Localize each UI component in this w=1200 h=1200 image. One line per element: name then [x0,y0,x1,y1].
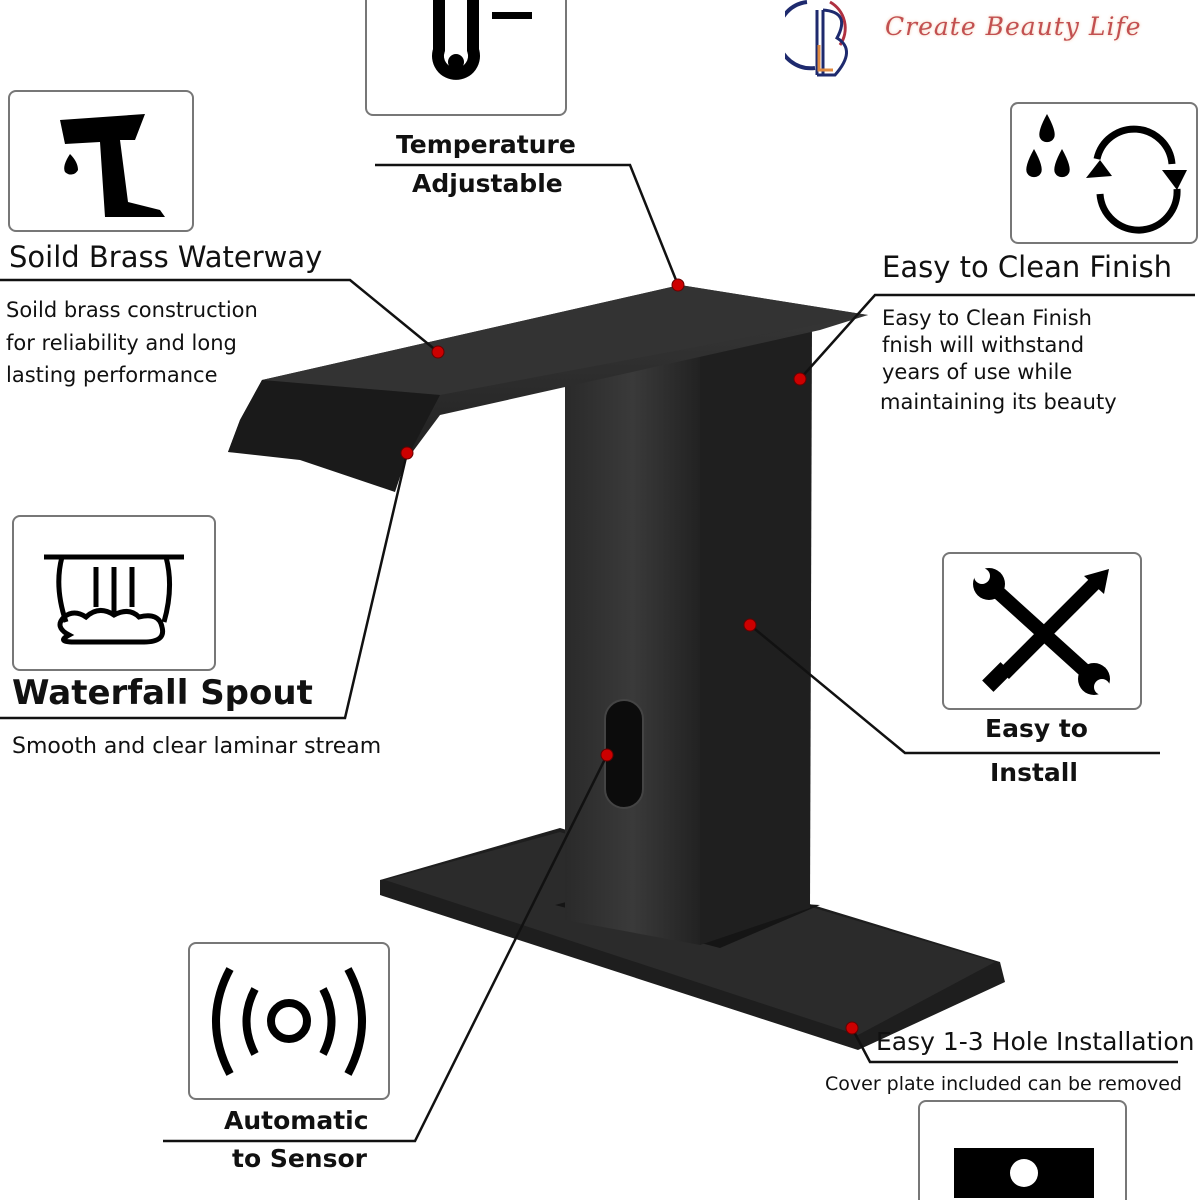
sensor-line1: Automatic [224,1106,369,1135]
clean-desc-2: fnish will withstand [882,333,1085,357]
clean-title: Easy to Clean Finish [882,250,1172,284]
temperature-line2: Adjustable [412,169,563,198]
thermometer-icon [365,0,567,116]
temperature-line1: Temperature [396,130,576,159]
brass-desc-2: for reliability and long [6,331,237,355]
install-line1: Easy to [985,714,1088,743]
water-drops-cycle-icon [1010,102,1198,244]
wrench-screwdriver-icon [942,552,1142,710]
faucet-spout [228,285,868,492]
clean-desc-3: years of use while [882,360,1073,384]
brass-desc-1: Soild brass construction [6,298,258,322]
install-line2: Install [990,758,1078,787]
callout-lines [0,163,1195,1143]
brand-tagline: Create Beauty Life [885,12,1142,41]
callout-dots [400,278,859,1035]
brass-title: Soild Brass Waterway [9,240,323,274]
waterfall-desc: Smooth and clear laminar stream [12,734,382,759]
brass-waterway-icon [8,90,194,232]
sensor-waves-icon [188,942,390,1100]
clean-desc-1: Easy to Clean Finish [882,306,1092,330]
brass-desc-3: lasting performance [6,363,218,387]
holes-desc: Cover plate included can be removed [825,1073,1182,1095]
cover-plate-icon [918,1100,1127,1200]
sensor-line2: to Sensor [232,1144,367,1173]
holes-title: Easy 1-3 Hole Installation [876,1027,1195,1056]
waterfall-title: Waterfall Spout [12,673,313,713]
brand-logo-icon [785,0,848,77]
waterfall-icon [12,515,216,671]
clean-desc-4: maintaining its beauty [880,390,1117,414]
faucet-body [565,300,812,945]
